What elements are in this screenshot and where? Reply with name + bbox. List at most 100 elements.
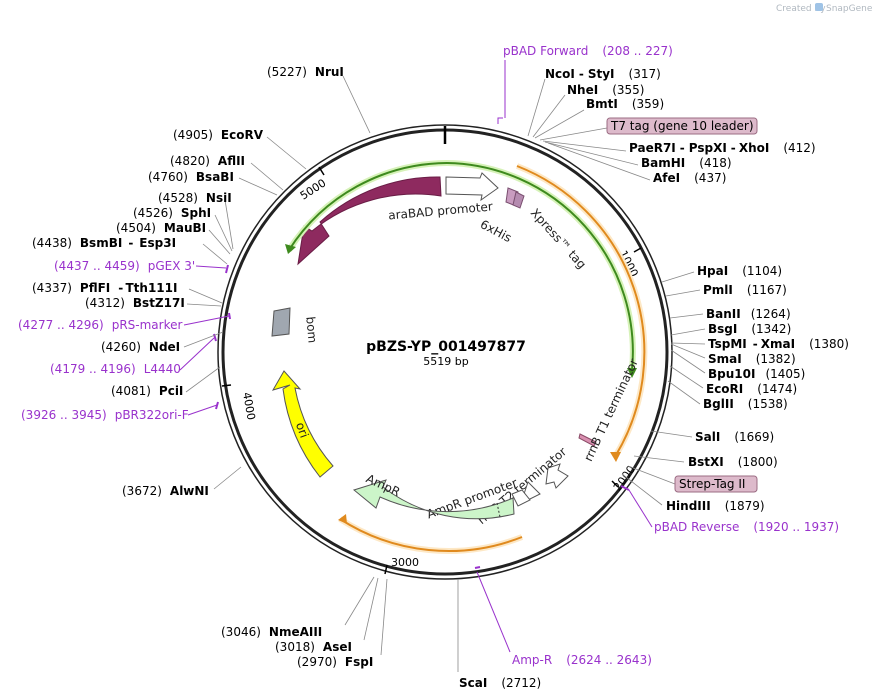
t7-tag-label[interactable]: T7 tag (gene 10 leader) <box>610 119 754 133</box>
site-nhei[interactable]: NheI(355) <box>567 83 644 97</box>
site-ecori[interactable]: EcoRI(1474) <box>706 382 797 396</box>
primer-pbad-forward[interactable]: pBAD Forward(208 .. 227) <box>503 44 673 58</box>
feature-xpress-tag[interactable] <box>512 191 525 209</box>
site-nsii[interactable]: (4528)NsiI <box>158 191 232 205</box>
site-hpai[interactable]: HpaI(1104) <box>697 264 782 278</box>
leader-t7tag <box>539 127 608 141</box>
leader-strep <box>627 465 676 485</box>
feature-orange-right-arc[interactable] <box>516 165 646 456</box>
leader-hindiii <box>621 473 663 506</box>
primer-pbr322ori[interactable]: (3926 .. 3945)pBR322ori-F <box>21 408 189 422</box>
primer-pgex[interactable]: (4437 .. 4459)pGEX 3' <box>54 259 195 273</box>
leader-l4440 <box>179 337 215 371</box>
site-bamhi[interactable]: BamHI(418) <box>641 156 732 170</box>
site-bsmbi[interactable]: (4438)BsmBI-Esp3I <box>32 236 176 250</box>
site-nrui[interactable]: (5227)NruI <box>267 65 344 79</box>
strep-tag-label[interactable]: Strep-Tag II <box>679 477 745 491</box>
strep-tag-highlight <box>674 475 758 493</box>
site-ndei[interactable]: (4260)NdeI <box>101 340 180 354</box>
feature-rrnb-t1-label: rrnB T1 terminator <box>581 356 641 463</box>
site-alwni[interactable]: (3672)AlwNI <box>122 484 209 498</box>
leader-pmli <box>665 289 701 297</box>
tick-mark <box>318 166 325 176</box>
tick-mark <box>221 384 232 387</box>
tick-label-4000: 4000 <box>240 391 258 421</box>
site-bglii[interactable]: BglII(1538) <box>703 397 788 411</box>
primer-amp-r[interactable]: Amp-R(2624 .. 2643) <box>512 653 652 667</box>
feature-arabad-promoter[interactable] <box>445 172 499 202</box>
leader-hpai <box>661 271 695 283</box>
tick-mark <box>633 247 642 253</box>
leader-nsii <box>224 199 234 250</box>
primer-l4440[interactable]: (4179 .. 4196)L4440 <box>50 362 181 376</box>
leader-bglii <box>667 380 701 405</box>
site-bsgi[interactable]: BsgI(1342) <box>708 322 791 336</box>
site-smai[interactable]: SmaI(1382) <box>708 352 796 366</box>
feature-ampr[interactable] <box>352 479 515 520</box>
site-bsabi[interactable]: (4760)BsaBI <box>148 170 234 184</box>
primer-prs-marker[interactable]: (4277 .. 4296)pRS-marker <box>18 318 182 332</box>
site-sphi[interactable]: (4526)SphI <box>133 206 211 220</box>
site-paer7i[interactable]: PaeR7I-PspXI-XhoI(412) <box>629 141 816 155</box>
feature-orf-arc[interactable] <box>446 162 634 371</box>
feature-arac-orf-arrowhead <box>285 244 296 254</box>
primer-mark-pgex <box>225 264 229 274</box>
site-nmeaiii[interactable]: (3046)NmeAIII <box>221 625 322 639</box>
leader-ecori <box>669 365 704 389</box>
leader-nmeaiii <box>344 576 375 626</box>
leader-pbr322ori <box>187 404 218 416</box>
feature-ampr-promoter-shape <box>511 489 531 507</box>
site-scai[interactable]: ScaI(2712) <box>459 676 541 690</box>
feature-ori[interactable] <box>271 370 334 478</box>
primer-mark-amp-r <box>474 566 481 569</box>
site-afei[interactable]: AfeI(437) <box>653 171 726 185</box>
leader-smai <box>670 343 706 359</box>
leader-pflfi <box>188 288 223 304</box>
site-ecorv[interactable]: (4905)EcoRV <box>173 128 264 142</box>
site-maubi[interactable]: (4504)MauBI <box>116 221 206 235</box>
feature-xpress-tag-label: Xpress™ tag <box>528 206 589 272</box>
feature-arac-orf-arc[interactable] <box>288 162 448 251</box>
leader-pbad-reverse <box>628 489 653 528</box>
site-aflii[interactable]: (4820)AflII <box>170 154 245 168</box>
site-bstxi[interactable]: BstXI(1800) <box>688 455 778 469</box>
leader-afei <box>547 142 651 181</box>
feature-arabad-promoter-label: araBAD promoter <box>388 199 494 222</box>
leader-asei <box>363 577 379 641</box>
primer-mark-prs-marker <box>228 312 231 320</box>
site-pflfi[interactable]: (4337)PflFI-Tth111I <box>32 281 177 295</box>
site-banii[interactable]: BanII(1264) <box>706 307 791 321</box>
leader-bsabi <box>238 177 278 196</box>
feature-rrnb-t2[interactable] <box>545 463 569 489</box>
leader-sali <box>650 430 693 438</box>
tick-label-3000: 3000 <box>391 556 419 569</box>
site-fspi[interactable]: (2970)FspI <box>297 655 373 669</box>
site-bpu10i[interactable]: Bpu10I(1405) <box>708 367 805 381</box>
site-hindiii[interactable]: HindIII(1879) <box>666 499 765 513</box>
site-ncoi[interactable]: NcoI-StyI(317) <box>545 67 661 81</box>
site-asei[interactable]: (3018)AseI <box>275 640 352 654</box>
created-by-text: Created by <box>776 4 826 14</box>
leader-ncoi <box>527 78 546 137</box>
feature-orange-bottom-arc[interactable] <box>339 518 523 552</box>
feature-bom[interactable] <box>271 307 291 337</box>
site-pcii[interactable]: (4081)PciI <box>111 384 183 398</box>
site-sali[interactable]: SalI(1669) <box>695 430 774 444</box>
primer-pbad-reverse[interactable]: pBAD Reverse(1920 .. 1937) <box>654 520 839 534</box>
backbone-outer-circle <box>217 124 673 580</box>
tick-mark <box>611 480 619 488</box>
site-bstz17i[interactable]: (4312)BstZ17I <box>85 296 185 310</box>
leader-aflii <box>250 162 284 191</box>
site-pmli[interactable]: PmlI(1167) <box>703 283 787 297</box>
leader-paer7i <box>542 140 627 152</box>
snapgene-logo-icon <box>815 3 823 11</box>
site-bmti[interactable]: BmtI(359) <box>586 97 664 111</box>
t7-tag-highlight <box>606 117 758 135</box>
leader-fspi <box>380 578 388 656</box>
plasmid-name: pBZS-YP_001497877 <box>366 339 526 355</box>
feature-rrnb-t1[interactable] <box>578 433 597 447</box>
leader-bmti <box>534 109 585 139</box>
site-tspmi[interactable]: TspMI-XmaI(1380) <box>708 337 849 351</box>
leader-tspmi <box>670 342 706 345</box>
